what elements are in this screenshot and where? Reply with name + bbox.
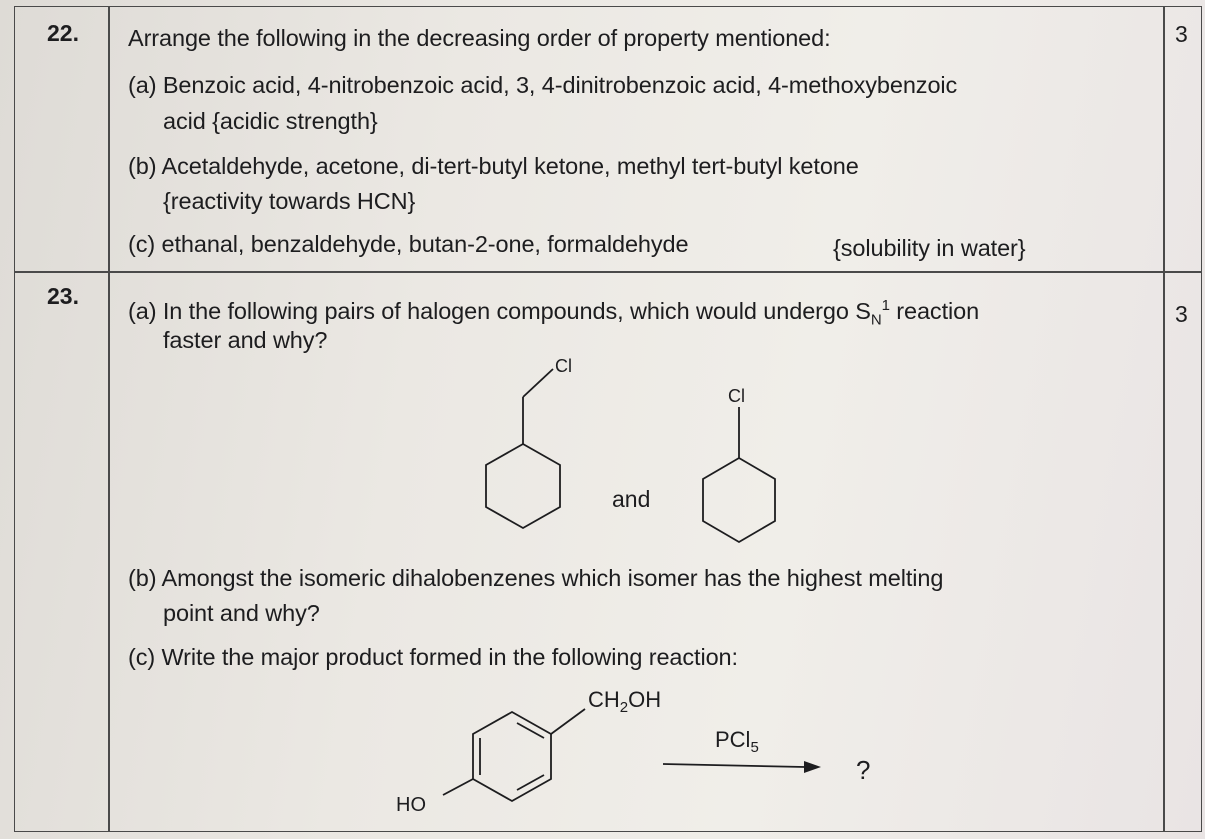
reagent-label: PCl5 xyxy=(715,727,759,756)
reaction-arrow xyxy=(662,763,806,768)
marks-23: 3 xyxy=(1175,301,1188,327)
q22-part-c-line1: (c) ethanal, benzaldehyde, butan-2-one, … xyxy=(128,231,689,257)
q23-part-a-line2: faster and why? xyxy=(163,327,328,353)
product-label: ? xyxy=(856,755,870,785)
q23-part-b-line2: point and why? xyxy=(163,600,320,626)
chloromethylcyclohexane-structure xyxy=(485,368,561,530)
marks-22: 3 xyxy=(1175,21,1188,47)
chlorocyclohexane-structure xyxy=(702,407,776,544)
reaction-arrowhead xyxy=(804,761,821,773)
question-number-22: 22. xyxy=(47,20,79,46)
question-number-23: 23. xyxy=(47,283,79,309)
q22-part-a-line1: (a) Benzoic acid, 4-nitrobenzoic acid, 3… xyxy=(128,72,958,98)
q23-part-a-text-end: reaction xyxy=(889,297,980,324)
col-divider-left xyxy=(108,7,110,831)
q23-part-c-line1: (c) Write the major product formed in th… xyxy=(128,644,738,670)
row-divider xyxy=(15,271,1201,273)
question-table: 22. 3 Arrange the following in the decre… xyxy=(14,6,1202,832)
struct1-cl-label: Cl xyxy=(555,356,572,376)
reactant-ho-label: HO xyxy=(396,794,426,816)
col-divider-right xyxy=(1163,7,1165,831)
q22-part-a-line2: acid {acidic strength} xyxy=(163,108,378,134)
q23-part-a-text: (a) In the following pairs of halogen co… xyxy=(128,297,871,324)
and-label: and xyxy=(612,486,650,512)
reactant-ch2oh-label: CH2OH xyxy=(588,687,661,716)
structure-diagrams: Cl and Cl CH2OH HO PCl5 ? xyxy=(396,356,870,816)
q23-part-a-line1: (a) In the following pairs of halogen co… xyxy=(128,297,979,329)
q23-sn-subscript: N xyxy=(870,311,882,329)
q22-part-b-line2: {reactivity towards HCN} xyxy=(163,188,416,214)
hydroxybenzyl-alcohol-structure xyxy=(442,708,586,803)
q22-intro: Arrange the following in the decreasing … xyxy=(128,25,831,51)
struct2-cl-label: Cl xyxy=(728,386,745,406)
q22-part-b-line1: (b) Acetaldehyde, acetone, di-tert-butyl… xyxy=(128,153,859,179)
q23-part-b-line1: (b) Amongst the isomeric dihalobenzenes … xyxy=(128,565,944,591)
q23-sn-superscript: 1 xyxy=(881,297,890,314)
q22-part-c-property: {solubility in water} xyxy=(833,235,1026,261)
